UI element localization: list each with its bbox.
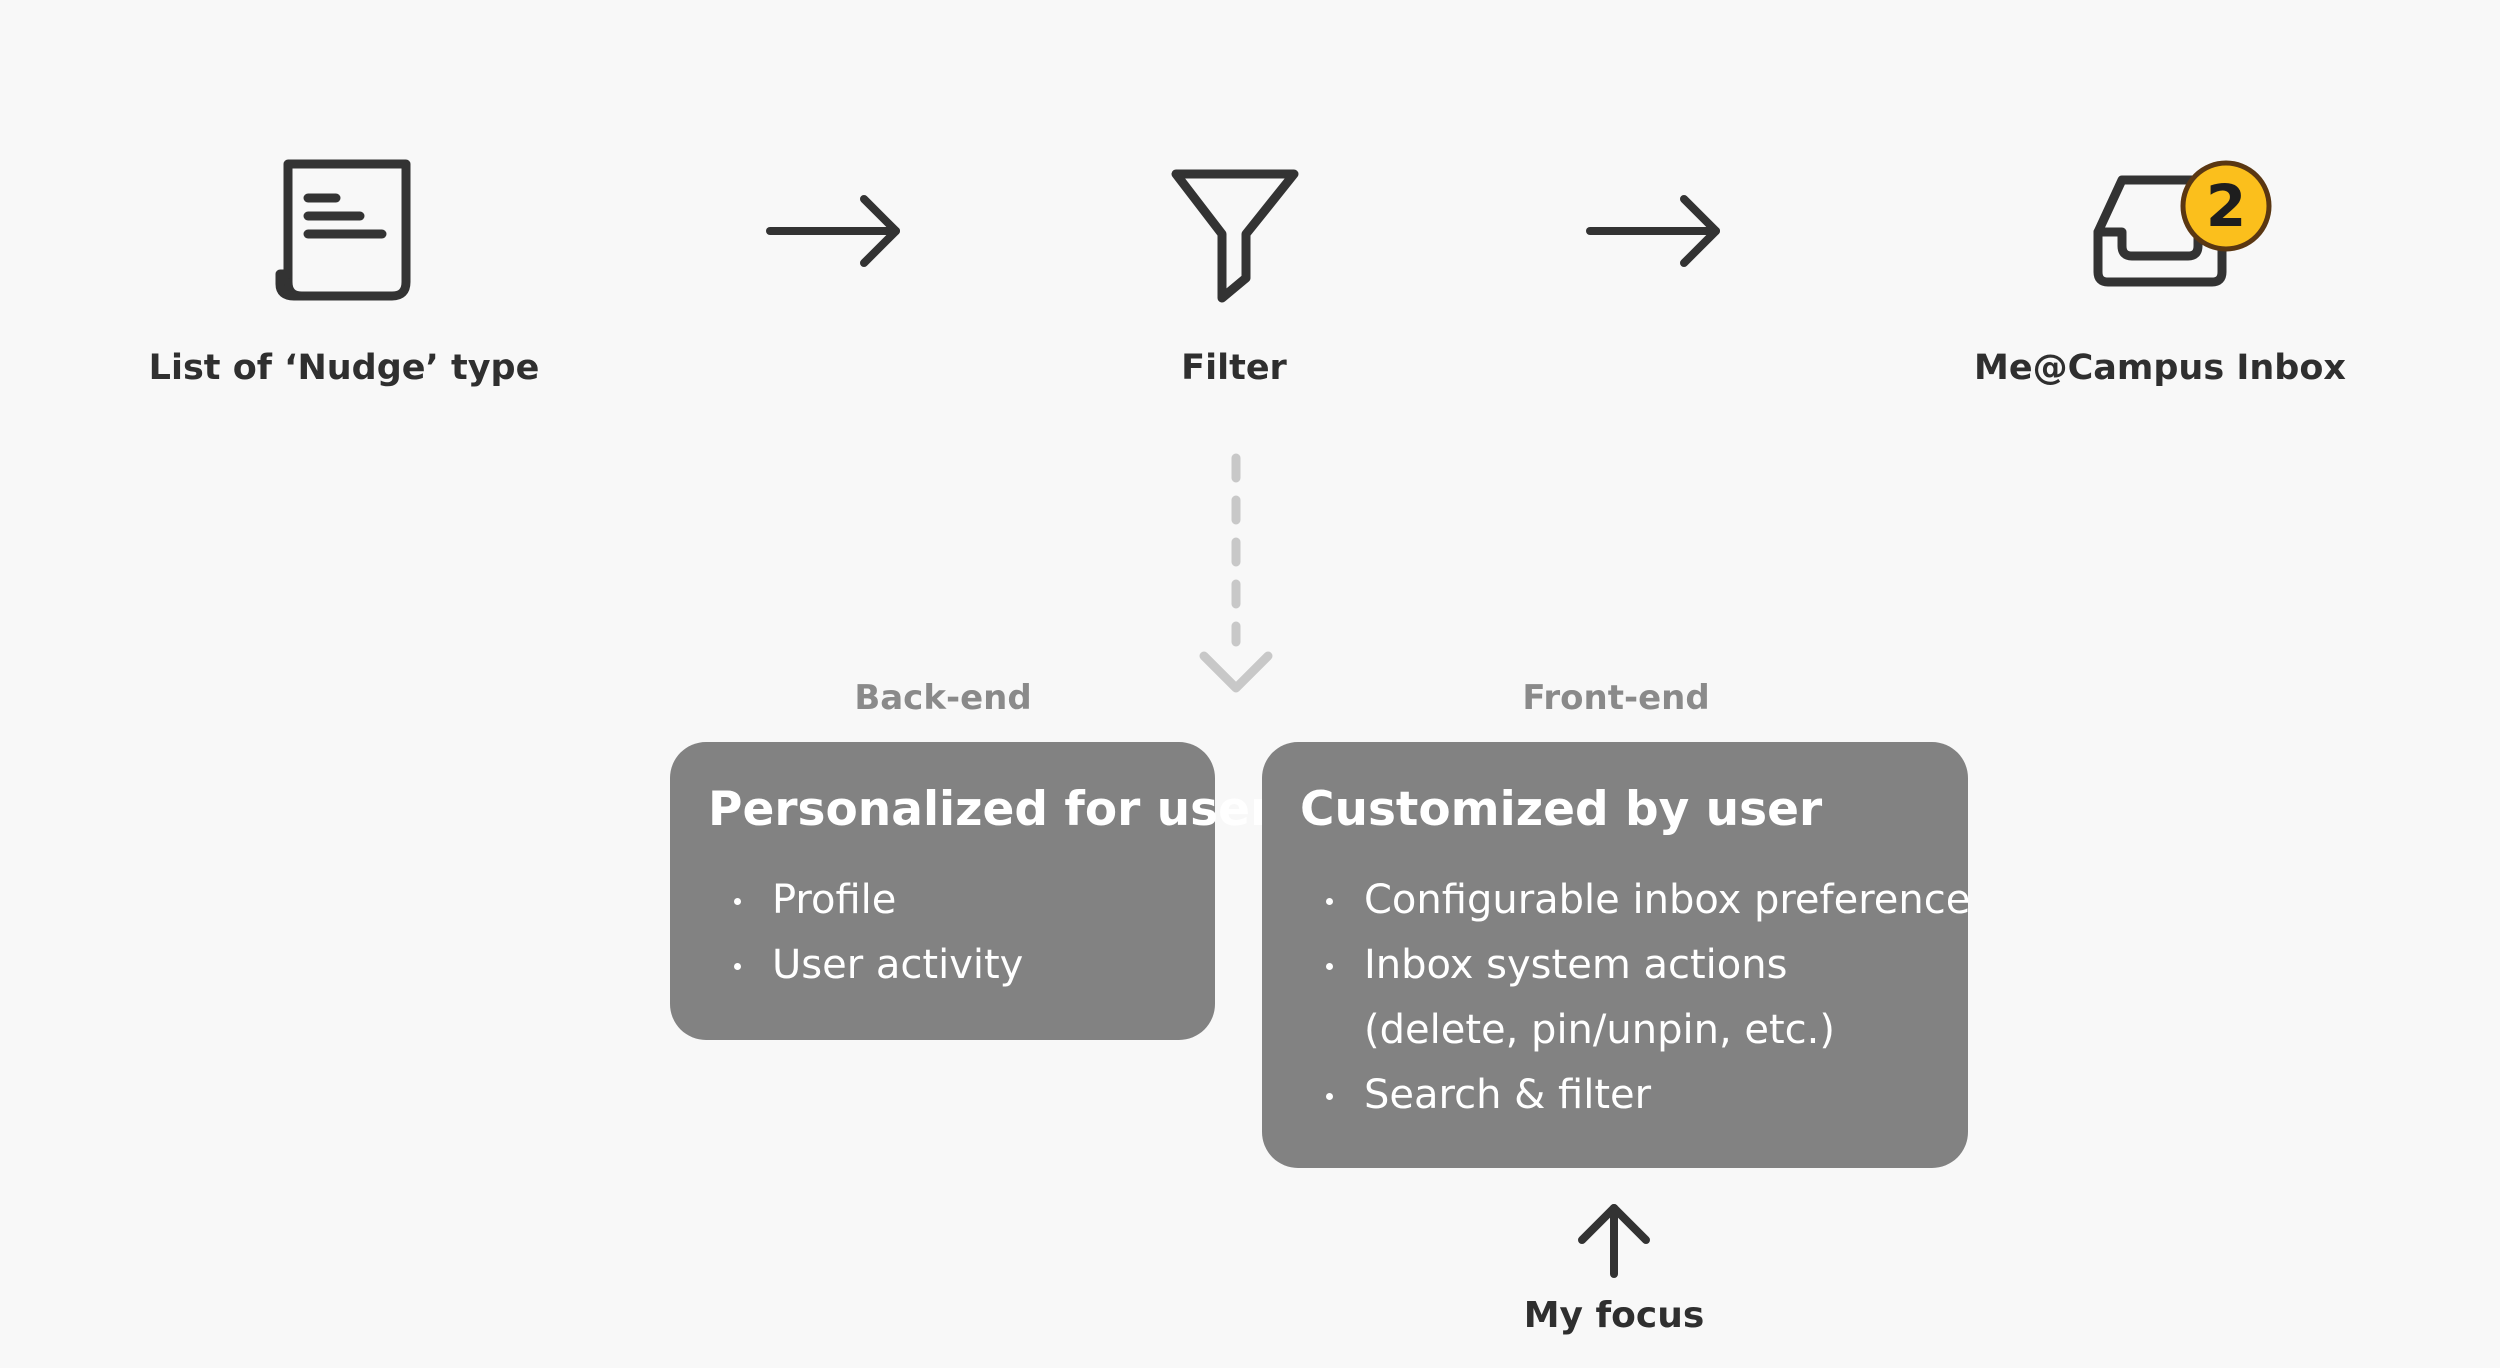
up-arrow-icon [1578, 1204, 1650, 1278]
list-item: Inbox system actions [1326, 933, 1968, 998]
list-item: Configurable inbox preference [1326, 868, 1970, 933]
notification-badge: 2 [2180, 160, 2272, 252]
list-item: Search & filter [1326, 1063, 1968, 1128]
dashed-down-arrow [1199, 453, 1273, 693]
frontend-heading: Front-end [1522, 678, 1710, 718]
funnel-icon [1171, 169, 1299, 303]
right-arrow-icon [1586, 195, 1720, 267]
inbox-icon [2093, 175, 2227, 287]
frontend-list: Configurable inbox preference Inbox syst… [1300, 868, 1970, 1128]
frontend-box: Customized by user Configurable inbox pr… [1262, 742, 1970, 1168]
list-item-continuation: (delete, pin/unpin, etc.) [1364, 1007, 1835, 1054]
list-item: User activity [734, 933, 1215, 998]
inbox-label: Me@Campus Inbox [1974, 348, 2346, 388]
list-item: Profile [734, 868, 1215, 933]
backend-list: Profile User activity [708, 868, 1215, 998]
source-label: List of ‘Nudge’ type [148, 348, 540, 388]
backend-title: Personalized for user [708, 782, 1274, 837]
badge-count: 2 [2206, 172, 2246, 240]
document-icon [275, 159, 411, 301]
right-arrow-icon [766, 195, 900, 267]
backend-heading: Back-end [854, 678, 1032, 718]
focus-label: My focus [1523, 1295, 1705, 1336]
filter-label: Filter [1181, 348, 1287, 388]
backend-box: Personalized for user Profile User activ… [670, 742, 1274, 1040]
frontend-title: Customized by user [1300, 782, 1823, 837]
